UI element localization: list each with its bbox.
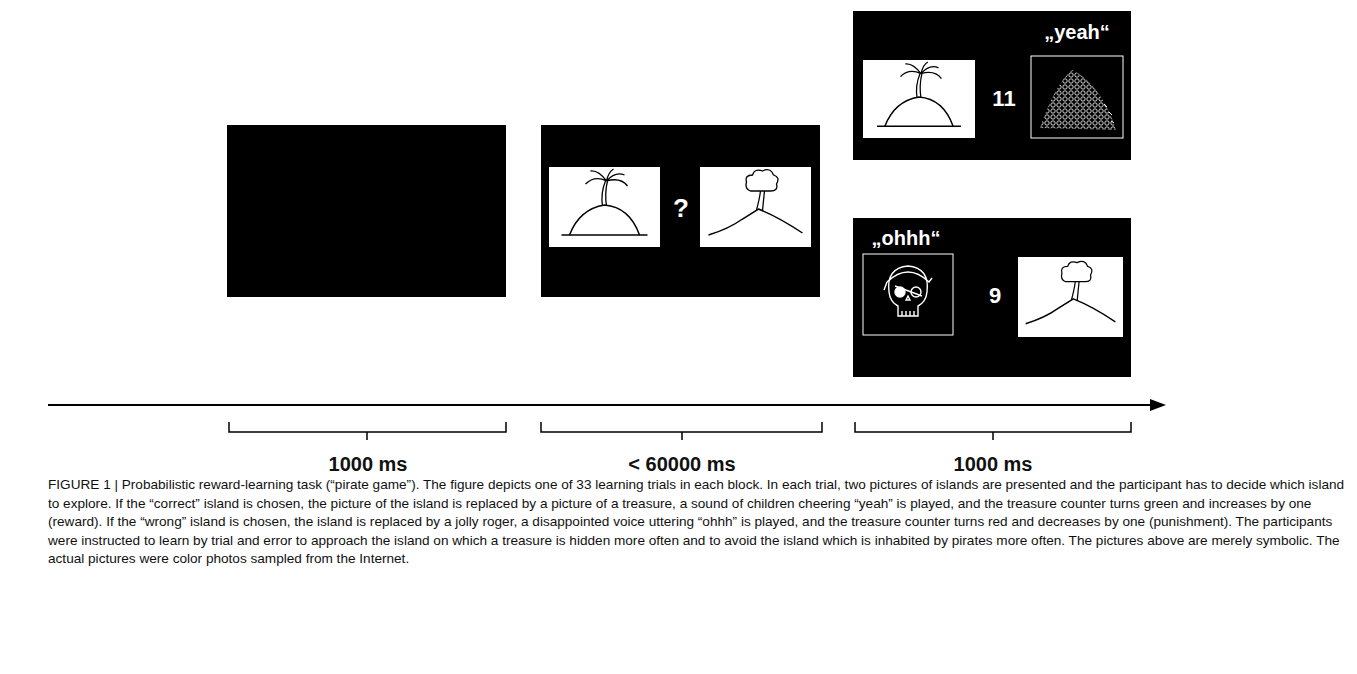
blank-screen xyxy=(227,125,506,297)
treasure-counter: 9 xyxy=(989,284,1001,308)
sound-label: „yeah“ xyxy=(1044,21,1110,43)
duration-label: 1000 ms xyxy=(329,453,408,476)
island-picture xyxy=(700,167,811,247)
time-arrowhead xyxy=(1150,399,1166,411)
jolly-roger-picture xyxy=(863,254,953,335)
choice-screen xyxy=(541,125,820,297)
punishment-screen xyxy=(853,218,1131,377)
figure-caption: FIGURE 1 | Probabilistic reward-learning… xyxy=(48,476,1348,569)
time-axis xyxy=(48,404,1152,406)
duration-label: 1000 ms xyxy=(954,453,1033,476)
sound-label: „ohhh“ xyxy=(872,227,941,249)
choice-prompt: ? xyxy=(673,194,689,223)
treasure-pile xyxy=(1040,70,1116,130)
island-picture xyxy=(1018,257,1123,337)
skull-drawing xyxy=(884,266,932,316)
treasure-counter: 11 xyxy=(992,87,1015,111)
duration-bracket xyxy=(229,422,1131,440)
duration-label: < 60000 ms xyxy=(628,453,735,476)
island-picture xyxy=(863,60,975,138)
treasure-picture xyxy=(1031,56,1123,138)
reward-screen xyxy=(853,11,1131,160)
choice-screen: ? xyxy=(541,125,820,297)
punishment-screen: „ohhh“ 9 xyxy=(853,218,1131,377)
reward-screen: „yeah“ 11 xyxy=(853,11,1131,160)
island-picture xyxy=(549,167,660,247)
